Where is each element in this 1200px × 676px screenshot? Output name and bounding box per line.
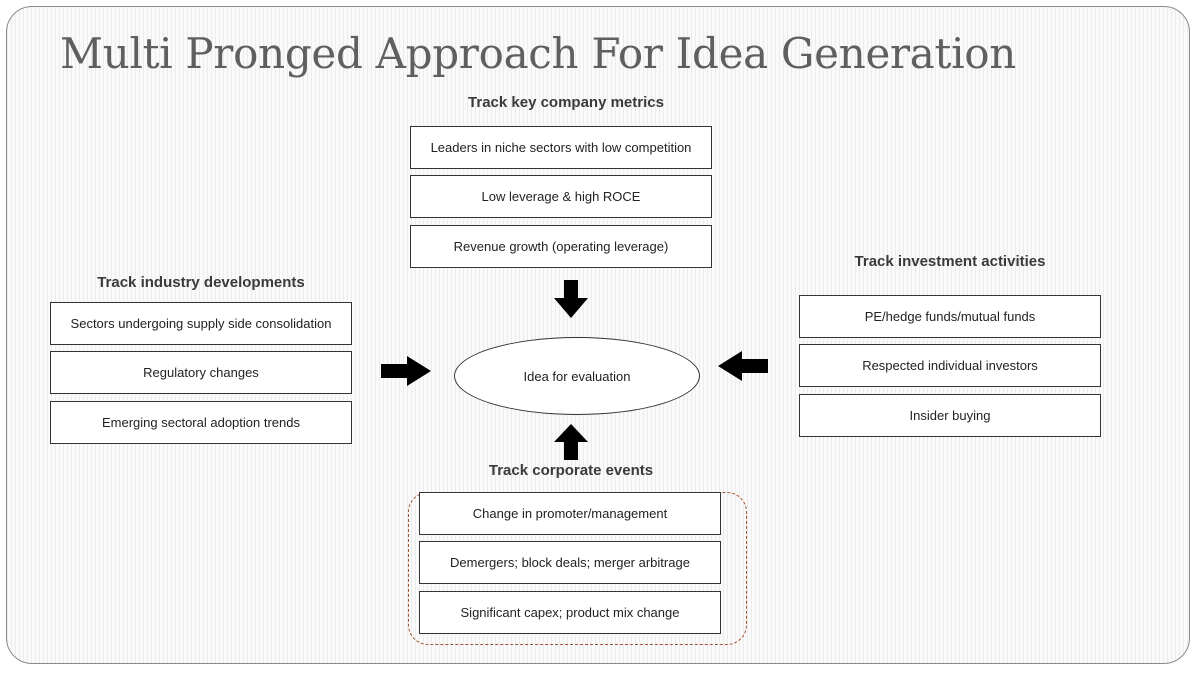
investment-activities-heading: Track investment activities: [854, 253, 1046, 270]
industry-developments-item-1: Sectors undergoing supply side consolida…: [50, 302, 352, 345]
slide-title: Multi Pronged Approach For Idea Generati…: [60, 29, 1016, 78]
industry-developments-item-3: Emerging sectoral adoption trends: [50, 401, 352, 444]
corporate-events-heading: Track corporate events: [488, 462, 654, 479]
company-metrics-item-1: Leaders in niche sectors with low compet…: [410, 126, 712, 169]
left-arrow-icon: [718, 351, 768, 381]
corporate-events-item-2: Demergers; block deals; merger arbitrage: [419, 541, 721, 584]
industry-developments-item-2: Regulatory changes: [50, 351, 352, 394]
slide: Multi Pronged Approach For Idea Generati…: [6, 6, 1190, 664]
company-metrics-item-2: Low leverage & high ROCE: [410, 175, 712, 218]
corporate-events-item-1: Change in promoter/management: [419, 492, 721, 535]
company-metrics-item-3: Revenue growth (operating leverage): [410, 225, 712, 268]
industry-developments-heading: Track industry developments: [97, 274, 305, 291]
right-arrow-icon: [381, 356, 431, 386]
up-arrow-icon: [554, 424, 588, 460]
investment-activities-item-1: PE/hedge funds/mutual funds: [799, 295, 1101, 338]
idea-evaluation-node: Idea for evaluation: [454, 337, 700, 415]
company-metrics-heading: Track key company metrics: [468, 94, 664, 111]
investment-activities-item-2: Respected individual investors: [799, 344, 1101, 387]
down-arrow-icon: [554, 280, 588, 318]
investment-activities-item-3: Insider buying: [799, 394, 1101, 437]
corporate-events-item-3: Significant capex; product mix change: [419, 591, 721, 634]
